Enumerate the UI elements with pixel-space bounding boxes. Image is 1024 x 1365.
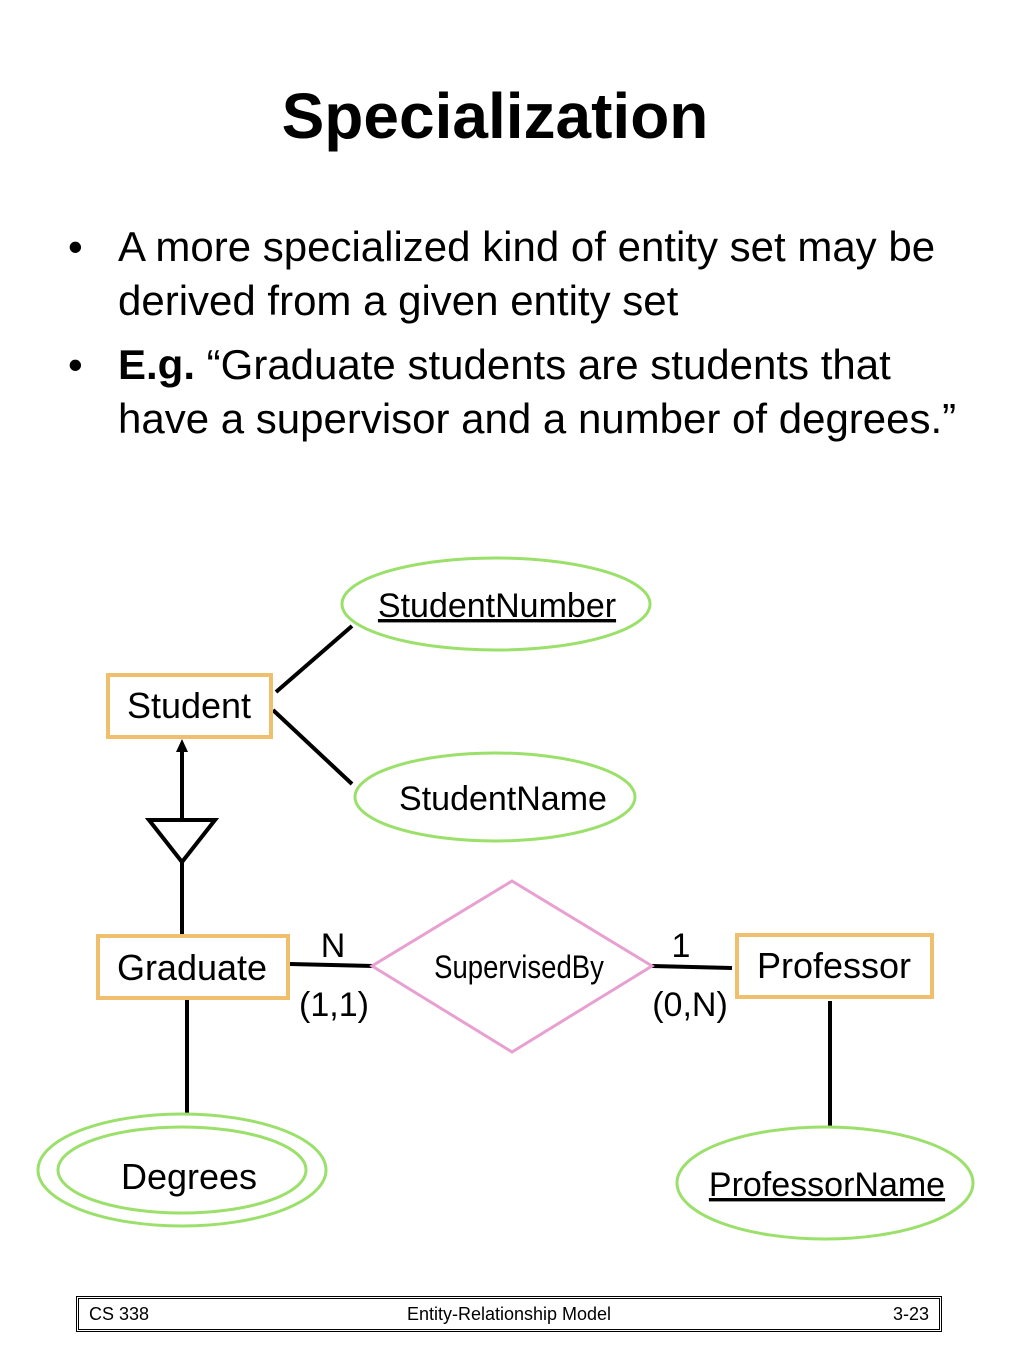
footer-course: CS 338 [89,1303,150,1324]
entity-professor[interactable]: Professor [735,933,934,999]
bullet-item: • E.g. “Graduate students are students t… [62,338,982,446]
entity-label: Professor [757,945,911,986]
cardinality-range-graduate: (1,1) [299,986,369,1024]
specialization-triangle [144,818,220,866]
slide-title: Specialization [281,80,709,152]
bullet-marker: • [68,341,83,388]
line-relationship-professor [651,964,733,970]
relationship-supervisedby[interactable]: SupervisedBy [369,879,655,1054]
attribute-label: Degrees [121,1156,257,1197]
attribute-label: StudentNumber [378,587,616,625]
attribute-label: StudentName [399,780,607,818]
entity-student[interactable]: Student [106,673,273,739]
cardinality-range-professor: (0,N) [652,986,728,1024]
line-graduate-relationship [289,962,374,968]
cardinality-1: 1 [672,927,691,965]
bullet-text: A more specialized kind of entity set ma… [118,223,936,324]
cardinality-n: N [321,927,346,965]
footer-topic: Entity-Relationship Model [406,1303,612,1324]
arrow-head [176,739,188,752]
bullet-list: • A more specialized kind of entity set … [62,220,982,456]
attribute-label: ProfessorName [709,1166,945,1204]
attribute-studentname[interactable]: StudentName [353,751,637,843]
entity-label: Student [127,685,251,726]
attribute-degrees[interactable]: Degrees [36,1112,328,1228]
bullet-item: • A more specialized kind of entity set … [62,220,982,328]
entity-graduate[interactable]: Graduate [96,934,290,1000]
relationship-label: SupervisedBy [434,950,604,985]
footer-page-number: 3-23 [892,1303,929,1324]
connector-lines [180,624,832,1127]
attribute-professorname[interactable]: ProfessorName [675,1125,975,1241]
attribute-studentnumber[interactable]: StudentNumber [340,556,652,652]
entity-label: Graduate [117,947,267,988]
line-student-studentname [271,708,354,786]
er-diagram: Student Graduate Professor SupervisedBy … [36,556,975,1241]
bullet-emphasis: E.g. [118,341,196,388]
line-student-studentnumber [274,624,354,694]
bullet-marker: • [68,223,83,270]
bullet-text: “Graduate students are students that hav… [118,341,957,442]
slide-footer: CS 338 Entity-Relationship Model 3-23 [76,1296,942,1332]
